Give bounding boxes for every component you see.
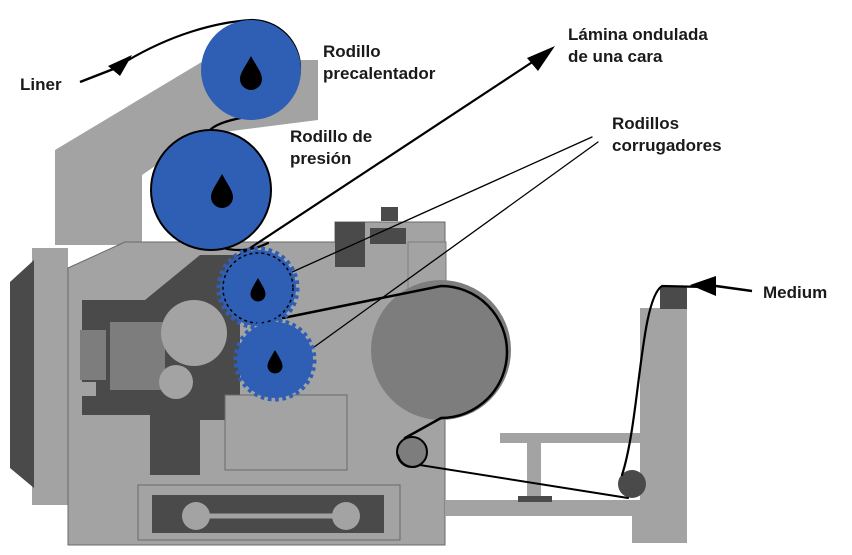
medium-guide-roller xyxy=(618,470,646,498)
base-wheel-left xyxy=(182,502,210,530)
guide-roller-small xyxy=(159,365,193,399)
large-drum xyxy=(371,280,511,420)
medium-arrowhead xyxy=(690,276,716,296)
support-leg xyxy=(527,443,541,498)
medium-stand-cap xyxy=(660,287,687,309)
corrugating-leader-1 xyxy=(289,136,593,274)
liner-label: Liner xyxy=(20,75,62,94)
support-foot xyxy=(518,496,552,502)
arrowheads xyxy=(79,46,753,296)
singleface-leader xyxy=(236,55,542,258)
inner-block-small xyxy=(80,382,96,396)
corrugating-rollers-label: Rodillos corrugadores xyxy=(612,114,722,155)
medium-arrow-shaft xyxy=(715,284,753,293)
liner-arrowhead xyxy=(108,55,132,76)
medium-stand-base xyxy=(632,510,642,543)
top-box xyxy=(335,222,365,267)
pedestal xyxy=(224,394,348,471)
output-web xyxy=(397,454,629,499)
base-wheel-right xyxy=(332,502,360,530)
pressure-roller-label: Rodillo de presión xyxy=(290,127,373,168)
left-side-plate xyxy=(32,248,68,505)
support-table xyxy=(500,433,640,443)
medium-stand xyxy=(640,308,687,543)
preheater-roller-label: Rodillo precalentador xyxy=(323,42,436,83)
lower-corrugating-roller xyxy=(233,318,317,402)
singleface-label: Lámina ondulada de una cara xyxy=(568,25,708,66)
medium-label: Medium xyxy=(763,283,828,302)
singleface-arrowhead xyxy=(527,46,555,71)
corrugating-leader-2 xyxy=(309,141,599,351)
output-beam xyxy=(445,500,640,516)
medium-path xyxy=(620,284,707,477)
upper-corrugating-roller xyxy=(216,246,300,330)
guide-roller-large xyxy=(161,300,227,366)
inner-block xyxy=(110,322,165,390)
top-knob xyxy=(381,207,398,221)
left-dark-plate xyxy=(10,260,34,488)
pressure-roller xyxy=(150,129,272,251)
inner-block-left xyxy=(80,330,106,380)
drum-belt xyxy=(281,284,509,440)
top-knob-base xyxy=(370,228,406,244)
liner-arrow-shaft xyxy=(79,66,117,84)
output-frame xyxy=(445,287,687,543)
blue-rollers xyxy=(150,20,317,402)
